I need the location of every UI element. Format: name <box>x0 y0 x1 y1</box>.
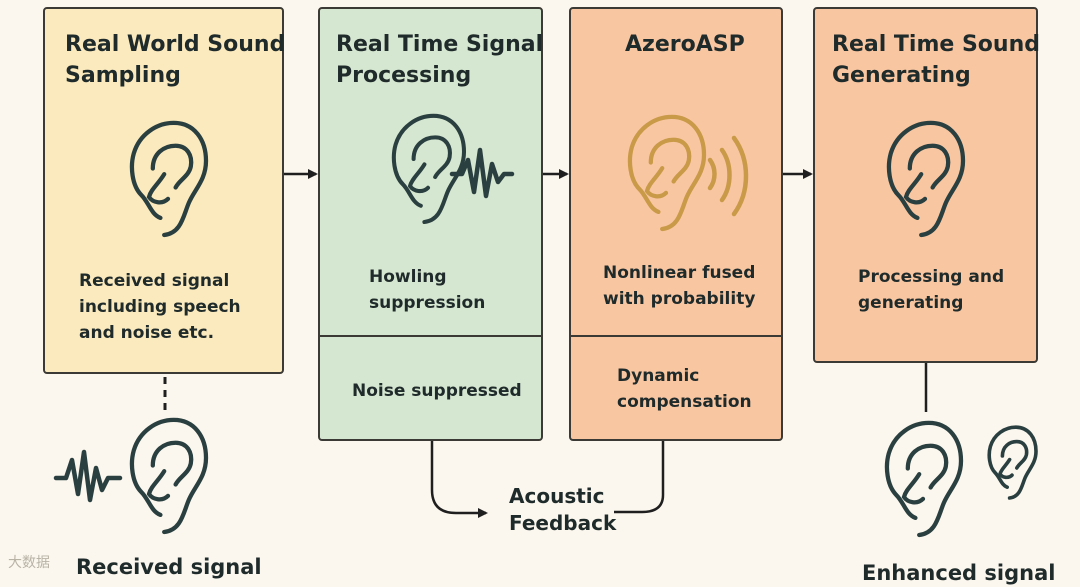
stage-title-processing: Real Time Signal Processing <box>336 32 544 88</box>
stage-box-processing <box>318 7 543 441</box>
stage-desc-generating: Processing and generating <box>858 267 1005 313</box>
stage-title-azeroasp: AzeroASP <box>625 32 745 57</box>
processing-divider <box>320 335 541 337</box>
received-signal-icon <box>53 420 206 532</box>
output-signal-label: Enhanced signal <box>862 561 1056 585</box>
stage-desc-azeroasp: Nonlinear fused with probability <box>603 263 756 309</box>
ear-icon <box>132 123 206 235</box>
ear-with-waveform-icon <box>394 116 515 222</box>
ear-icon <box>889 123 963 235</box>
stage-title-generating: Real Time Sound Generating <box>832 32 1040 88</box>
acoustic-feedback-label: Acoustic Feedback <box>509 484 617 535</box>
input-signal-label: Received signal <box>76 555 262 579</box>
stage-title-sampling: Real World Sound Sampling <box>65 32 286 88</box>
stage-desc-processing: Howling suppression <box>369 267 486 313</box>
stage-box-generating <box>813 7 1038 363</box>
feedback-loop-line-left <box>430 441 488 518</box>
stage-subdesc-azeroasp: Dynamic compensation <box>617 366 752 412</box>
azeroasp-divider <box>571 335 781 337</box>
enhanced-signal-small-ear-icon <box>987 425 1038 500</box>
stage-subdesc-processing: Noise suppressed <box>352 381 522 401</box>
stage-desc-sampling: Received signal including speech and noi… <box>79 271 241 343</box>
watermark: 大数据 <box>8 555 50 571</box>
feedback-loop-line-right <box>614 441 665 514</box>
ear-with-soundwaves-icon <box>630 117 749 229</box>
enhanced-signal-ear-icon <box>887 423 961 535</box>
stage-box-sampling <box>43 7 284 374</box>
